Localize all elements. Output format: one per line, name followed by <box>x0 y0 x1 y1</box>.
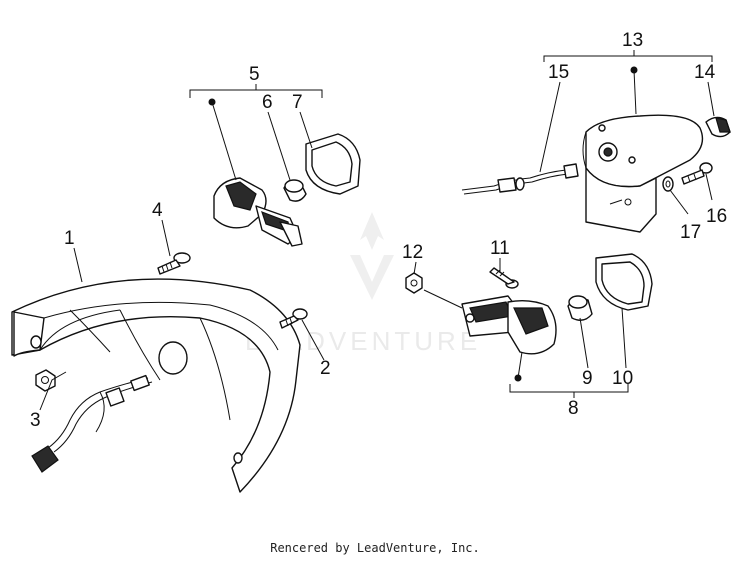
callout-11: 11 <box>490 238 510 259</box>
wiring-harness <box>31 374 153 473</box>
nut-part-3 <box>35 369 56 392</box>
washer-part-17 <box>662 176 674 192</box>
callout-3: 3 <box>30 410 41 431</box>
callout-12: 12 <box>402 242 423 263</box>
bulb-part-6 <box>283 179 307 202</box>
tail-light-housing <box>11 278 301 493</box>
screw-part-4 <box>157 252 191 275</box>
callout-8: 8 <box>568 398 579 419</box>
lens-part-7 <box>305 133 361 195</box>
callout-5: 5 <box>249 64 260 85</box>
screw-part-2 <box>279 308 308 329</box>
wire-part-15 <box>461 163 579 195</box>
plate-light-assembly <box>582 114 704 233</box>
callout-6: 6 <box>262 92 273 113</box>
leader-lines <box>39 50 715 411</box>
callout-labels: 1 2 3 4 5 6 7 8 9 10 11 12 13 14 15 16 1… <box>30 30 727 431</box>
callout-15: 15 <box>548 62 569 83</box>
turn-signal-right-assembly <box>461 295 557 355</box>
callout-4: 4 <box>152 200 163 221</box>
callout-9: 9 <box>582 368 593 389</box>
bulb-part-14 <box>705 116 731 138</box>
bulb-part-9 <box>567 295 593 321</box>
screw-part-11 <box>489 267 519 289</box>
screw-part-16 <box>681 162 713 185</box>
render-credit: Rencered by LeadVenture, Inc. <box>270 541 480 555</box>
callout-10: 10 <box>612 368 633 389</box>
lens-part-10 <box>595 253 653 311</box>
callout-13: 13 <box>622 30 643 51</box>
callout-2: 2 <box>320 358 331 379</box>
callout-7: 7 <box>292 92 303 113</box>
callout-14: 14 <box>694 62 716 83</box>
callout-16: 16 <box>706 206 727 227</box>
turn-signal-left-assembly <box>213 177 303 247</box>
callout-17: 17 <box>680 222 701 243</box>
nut-part-12 <box>405 272 423 294</box>
callout-1: 1 <box>64 228 75 249</box>
